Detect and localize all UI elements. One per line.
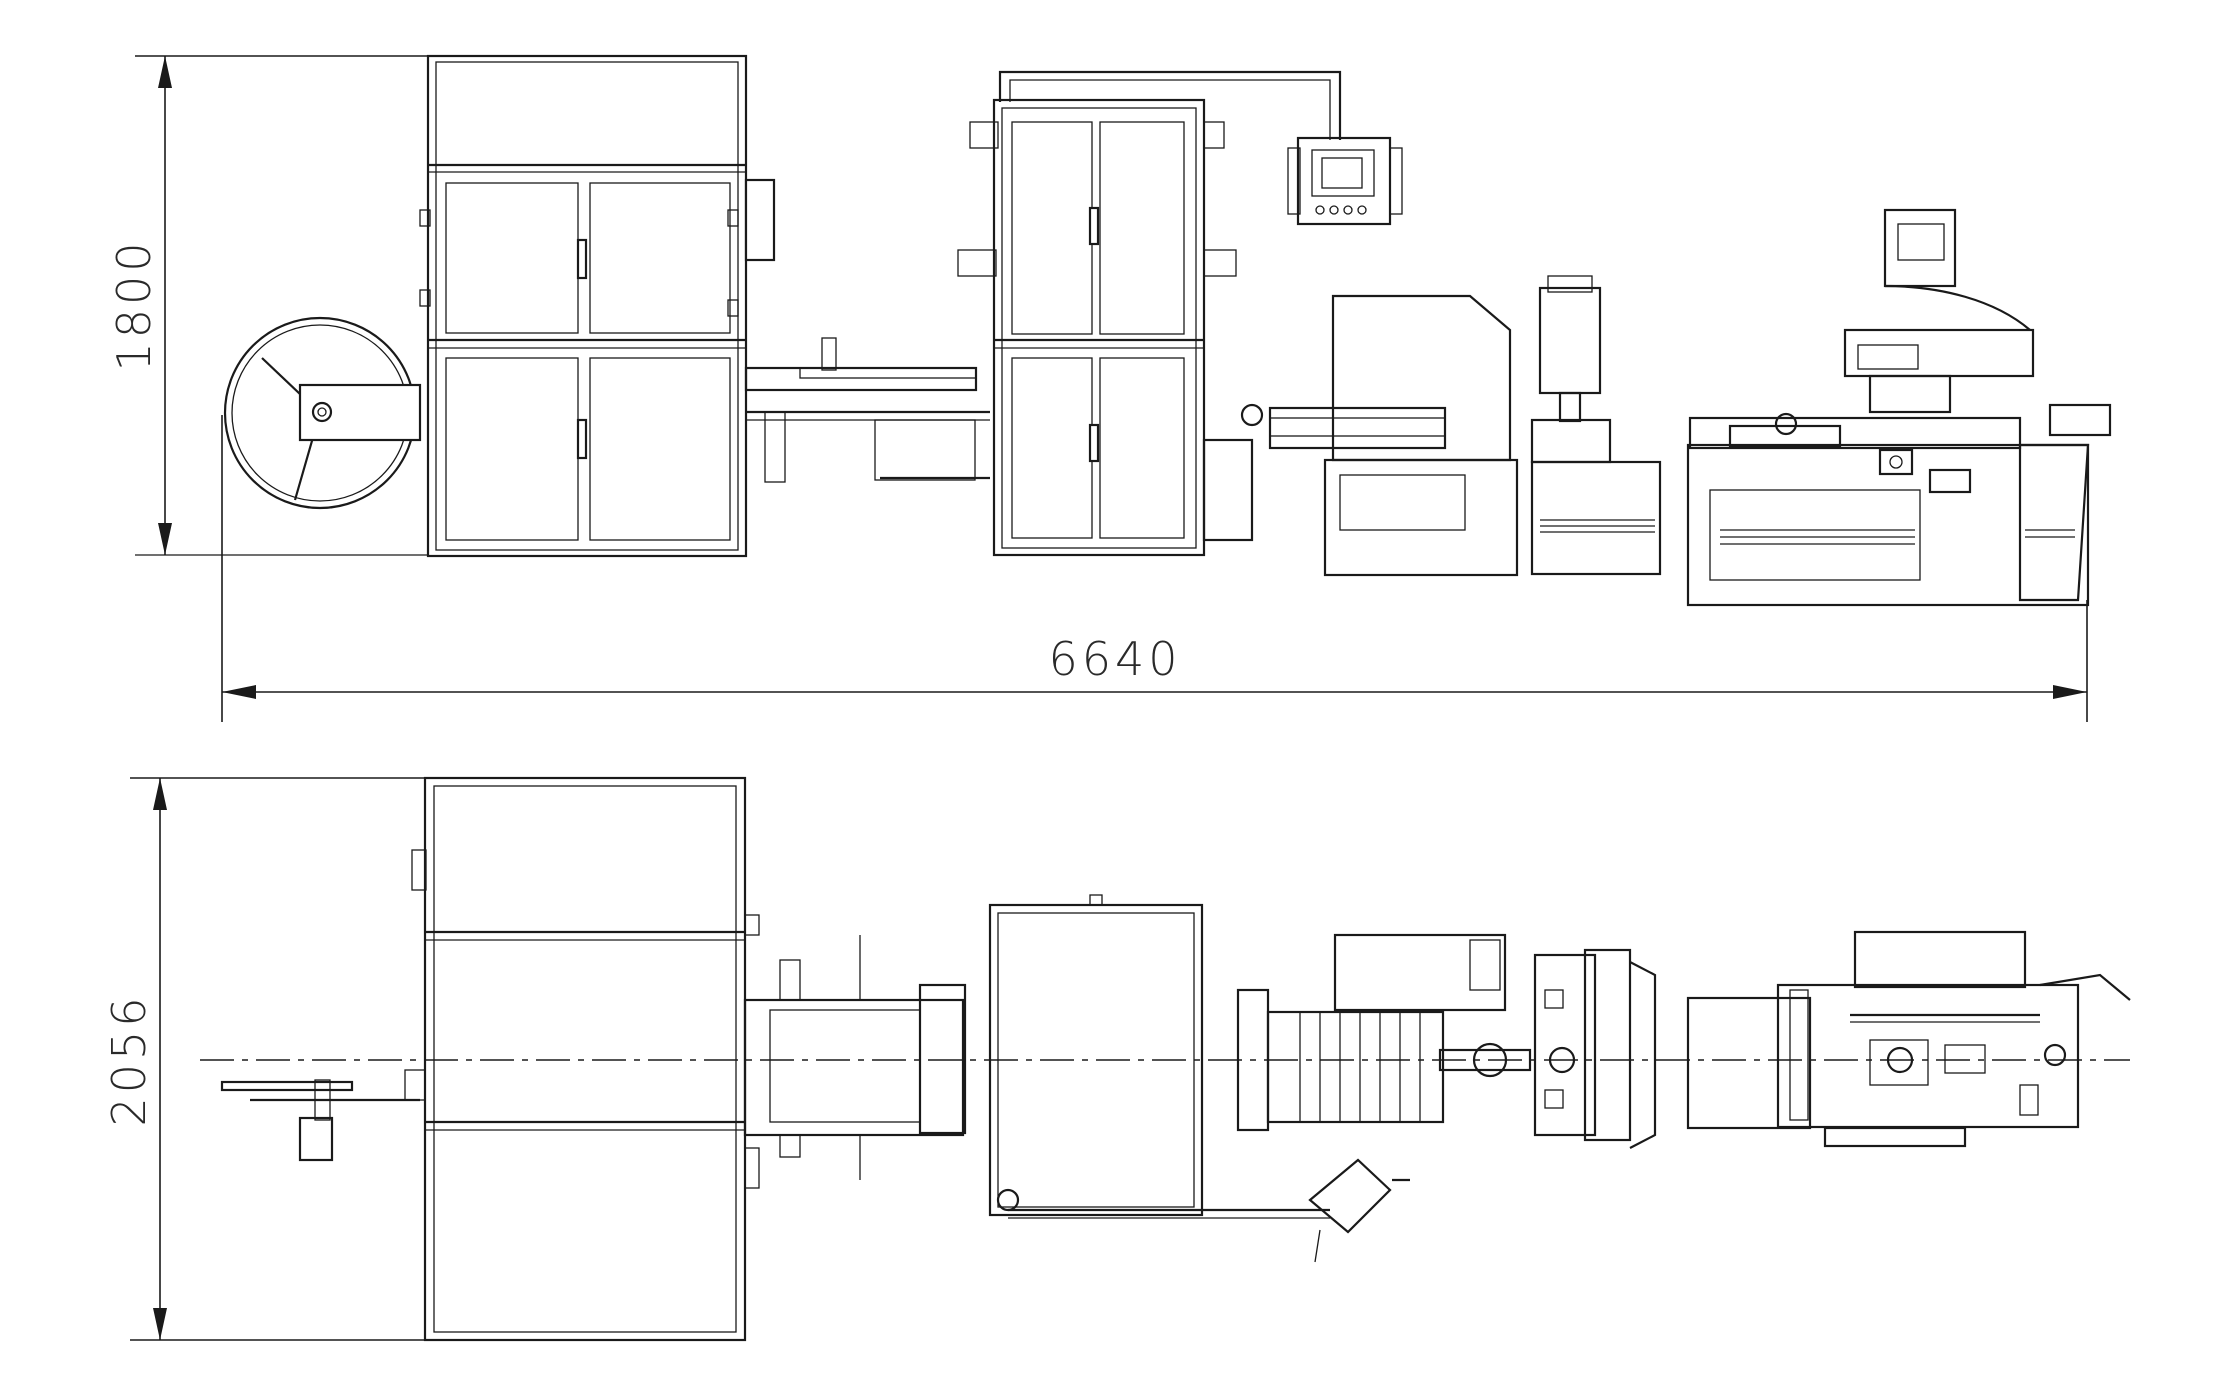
dimension-width: 2056 [102,777,425,1341]
transfer-conveyor-top [743,935,967,1180]
dimension-label-height: 1800 [107,238,161,371]
dimension-length: 6640 [221,415,2088,722]
cabinet-unit-2-top [988,894,1330,1219]
final-machine-unit [1686,208,2112,607]
dimension-label-length: 6640 [1048,632,1181,686]
dimension-label-width: 2056 [102,993,156,1126]
dimension-height: 1800 [107,55,428,555]
waste-outfeed-arm [1308,1158,1410,1263]
cabinet-unit-1 [419,54,776,558]
final-machine-top [1686,930,2131,1148]
transfer-conveyor-side [744,337,990,483]
side-view: 1800 6640 [107,54,2112,722]
unwinder-reel [223,316,422,510]
hmi-control-panel [1287,136,1403,226]
die-cutting-station-top [1236,933,1657,1149]
cabinet-unit-2 [957,70,1342,557]
cabinet-unit-1-top [411,776,760,1342]
unwinder-top [220,1069,426,1162]
top-view: 2056 [102,776,2131,1342]
die-cutting-station [1240,275,1662,577]
